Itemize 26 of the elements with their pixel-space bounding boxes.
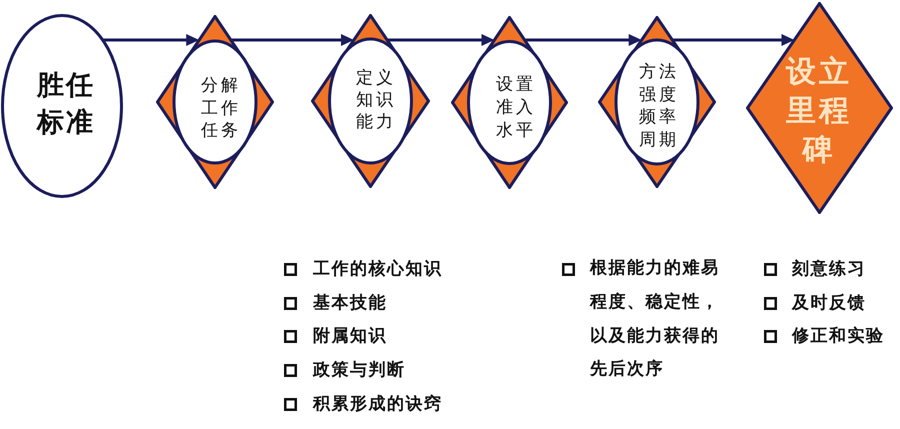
node-label: 胜任标准: [35, 69, 96, 140]
list-item: 及时反馈: [792, 292, 866, 315]
diamond-node: [156, 15, 274, 189]
list-item: 政策与判断: [313, 359, 406, 382]
list-item: 基本技能: [313, 292, 387, 315]
node-label: 方法强度频率周期: [638, 60, 680, 152]
diamond-node: [311, 14, 430, 188]
arrow: [524, 34, 642, 46]
list-item: 附属知识: [313, 325, 387, 348]
oval-node: [1, 14, 123, 198]
list-item: 积累形成的诀窍: [313, 393, 442, 416]
node-label: 定义知识能力: [355, 67, 397, 133]
node-label: 分解工作任务: [200, 74, 242, 142]
list-item: 刻意练习: [792, 258, 866, 281]
arrow: [230, 34, 354, 46]
diamond-node: [451, 16, 568, 189]
node-label: 设置准入水平: [495, 74, 537, 142]
list-item: 根据能力的难易程度、稳定性，以及能力获得的先后次序: [590, 257, 720, 382]
arrow: [672, 34, 794, 46]
diamond-node: [746, 2, 893, 214]
node-label: 设立里程碑: [786, 54, 852, 170]
arrow: [102, 34, 200, 46]
list-item: 修正和实验: [792, 325, 884, 348]
arrow: [387, 34, 494, 46]
diamond-node: [598, 16, 716, 188]
list-item: 工作的核心知识: [313, 258, 442, 281]
